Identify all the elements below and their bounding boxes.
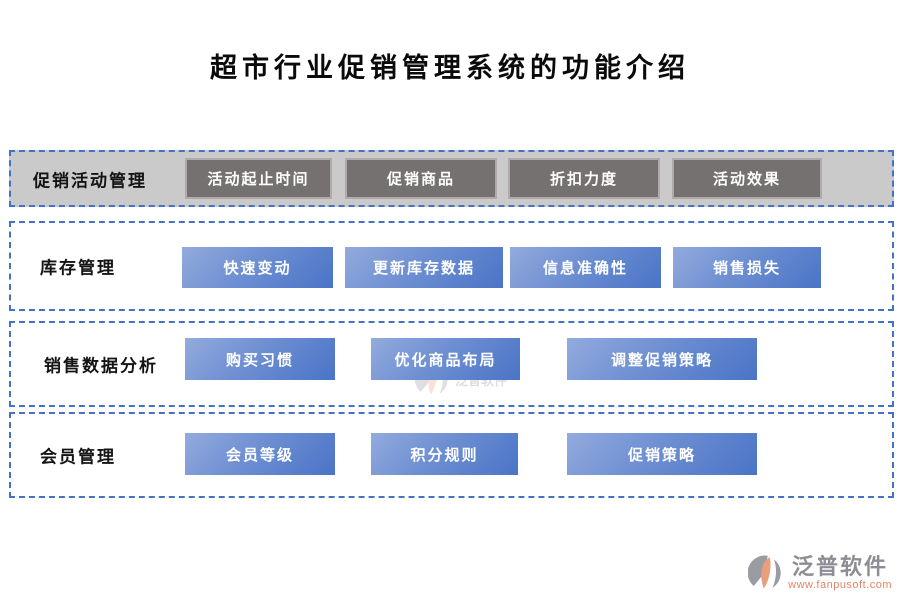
button-buying-habits[interactable]: 购买习惯: [185, 338, 335, 380]
brand-name: 泛普软件: [792, 553, 889, 579]
section-label-inventory: 库存管理: [40, 258, 116, 278]
section-label-sales-analysis: 销售数据分析: [44, 356, 158, 376]
button-promotion-goods[interactable]: 促销商品: [345, 158, 497, 199]
button-optimize-product-layout[interactable]: 优化商品布局: [371, 338, 520, 380]
button-update-inventory-data[interactable]: 更新库存数据: [345, 247, 503, 288]
section-promotion-activity-management: 促销活动管理 活动起止时间 促销商品 折扣力度 活动效果: [9, 150, 894, 207]
page-title: 超市行业促销管理系统的功能介绍: [210, 53, 690, 83]
brand-url-link[interactable]: www.fanpusoft.com: [788, 578, 892, 591]
button-rapid-change[interactable]: 快速变动: [182, 247, 333, 288]
button-member-level[interactable]: 会员等级: [185, 433, 335, 475]
brand-footer: 泛普软件 www.fanpusoft.com: [748, 553, 892, 592]
section-inventory-management: 库存管理 快速变动 更新库存数据 信息准确性 销售损失: [9, 221, 894, 311]
section-sales-data-analysis: 泛普软件 销售数据分析 购买习惯 优化商品布局 调整促销策略: [9, 321, 894, 407]
button-information-accuracy[interactable]: 信息准确性: [510, 247, 661, 288]
section-label-member: 会员管理: [40, 447, 116, 467]
fanpu-logo-icon: [748, 555, 781, 589]
button-activity-effect[interactable]: 活动效果: [672, 158, 822, 199]
button-points-rules[interactable]: 积分规则: [371, 433, 518, 475]
section-label-promotion-activity: 促销活动管理: [33, 171, 147, 190]
section-member-management: 会员管理 会员等级 积分规则 促销策略: [9, 412, 894, 498]
button-activity-start-end-time[interactable]: 活动起止时间: [185, 158, 332, 199]
button-promotion-strategy[interactable]: 促销策略: [567, 433, 757, 475]
button-discount-strength[interactable]: 折扣力度: [508, 158, 660, 199]
button-sales-loss[interactable]: 销售损失: [673, 247, 821, 288]
button-adjust-promotion-strategy[interactable]: 调整促销策略: [567, 338, 757, 380]
